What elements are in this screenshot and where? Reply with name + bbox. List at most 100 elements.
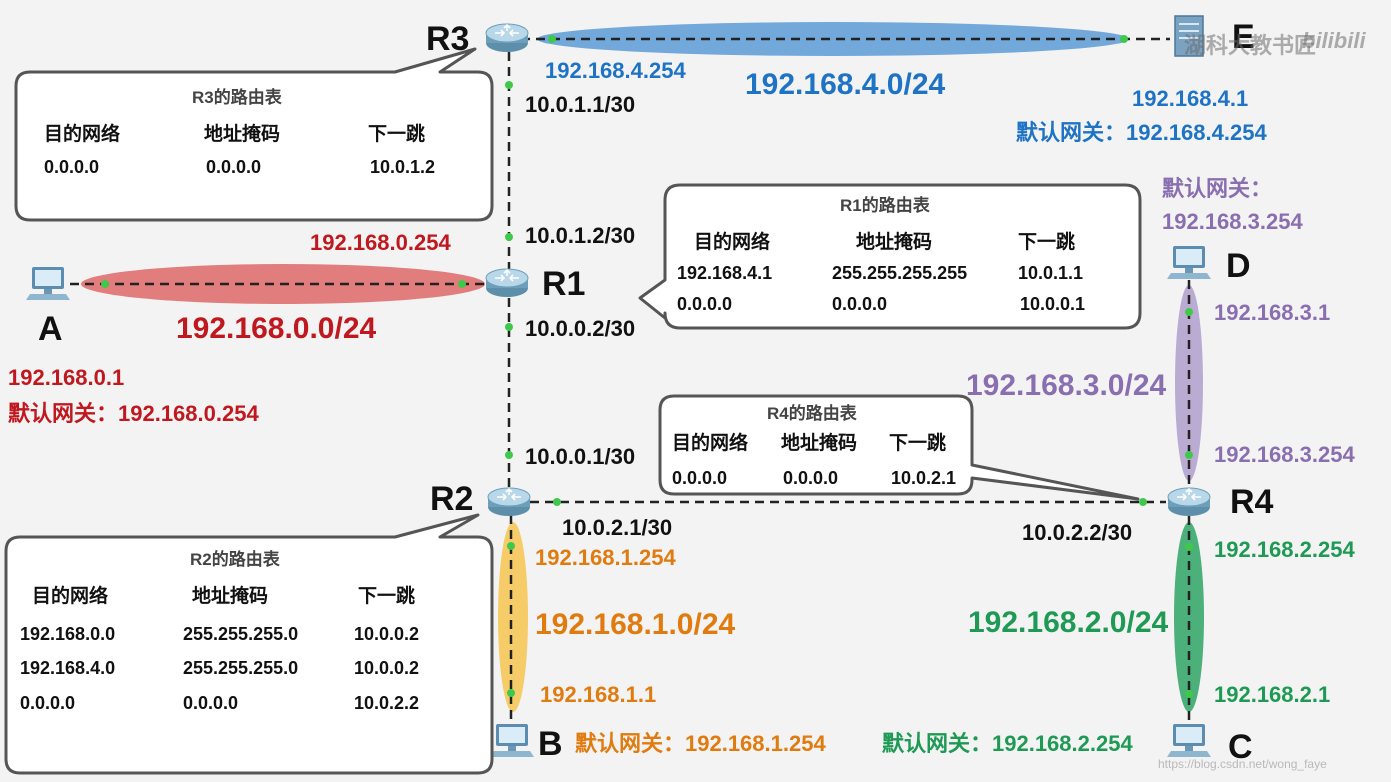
r2-lan-ip: 192.168.1.254 <box>535 545 676 570</box>
host-e-ip: 192.168.4.1 <box>1132 86 1249 111</box>
interface-dot <box>505 233 513 241</box>
r3-routing-table-bubble <box>14 47 494 222</box>
r4-routing-table-bubble <box>658 394 1140 501</box>
r3-table-title: R3的路由表 <box>192 88 282 107</box>
r4-table-cell: 0.0.0.0 <box>783 468 839 488</box>
interface-dot <box>1120 35 1128 43</box>
r3-table-header: 地址掩码 <box>204 124 281 145</box>
r2-table-cell: 255.255.255.0 <box>183 624 299 644</box>
network-name-192-168-1-0: 192.168.1.0/24 <box>535 608 736 641</box>
host-d-gateway-ip: 192.168.3.254 <box>1162 209 1303 234</box>
r3-table-cell: 0.0.0.0 <box>44 157 100 177</box>
network-name-192-168-3-0: 192.168.3.0/24 <box>966 369 1167 402</box>
network-name-192-168-2-0: 192.168.2.0/24 <box>968 606 1169 639</box>
r1-table-cell: 10.0.1.1 <box>1018 263 1084 283</box>
interface-dot <box>1185 308 1193 316</box>
node-label-e: E <box>1232 18 1255 56</box>
r4-table-header: 地址掩码 <box>781 433 858 454</box>
r1-down-link-ip: 10.0.0.2/30 <box>525 316 636 341</box>
pc-c-icon <box>1167 724 1211 757</box>
r1-table-header: 目的网络 <box>694 232 771 253</box>
host-b-gateway: 默认网关：192.168.1.254 <box>575 731 826 756</box>
network-192-168-1-0-ellipse <box>498 522 528 712</box>
r4-table-cell: 10.0.2.1 <box>891 468 957 488</box>
r2-table-title: R2的路由表 <box>190 550 280 569</box>
r2-right-link-ip: 10.0.2.1/30 <box>562 515 673 540</box>
interface-dot <box>1185 690 1193 698</box>
r2-table-header: 目的网络 <box>32 586 109 607</box>
node-label-b: B <box>538 725 563 763</box>
router-r1-icon <box>485 268 529 298</box>
r3-table-cell: 0.0.0.0 <box>206 157 262 177</box>
r1-table-cell: 0.0.0.0 <box>677 294 733 314</box>
r4-table-cell: 0.0.0.0 <box>672 468 728 488</box>
host-b-ip: 192.168.1.1 <box>540 682 657 707</box>
router-r4-icon <box>1167 487 1211 517</box>
interface-dot <box>458 280 466 288</box>
r2-table-cell: 10.0.2.2 <box>354 693 420 713</box>
interface-dot <box>507 542 515 550</box>
watermark-brand: bilibili <box>1302 28 1366 53</box>
node-label-r4: R4 <box>1230 483 1274 521</box>
host-c-ip: 192.168.2.1 <box>1214 682 1331 707</box>
interface-dot <box>505 81 513 89</box>
host-a-ip: 192.168.0.1 <box>8 365 125 390</box>
r2-table-header: 下一跳 <box>358 586 416 607</box>
interface-dot <box>505 323 513 331</box>
interface-dot <box>553 498 561 506</box>
r2-routing-table-bubble <box>4 513 494 775</box>
node-label-d: D <box>1226 247 1251 285</box>
r4-table-header: 下一跳 <box>889 433 947 454</box>
interface-dot <box>548 35 556 43</box>
watermark-text: 湖科大教书匠 <box>1184 33 1317 58</box>
r1-table-header: 地址掩码 <box>856 232 933 253</box>
r2-table-cell: 10.0.0.2 <box>354 658 420 678</box>
r3-lan-ip: 192.168.4.254 <box>545 58 686 83</box>
r2-table-cell: 192.168.4.0 <box>20 658 116 678</box>
r1-table-cell: 255.255.255.255 <box>832 263 968 283</box>
r3-link-ip: 10.0.1.1/30 <box>525 92 636 117</box>
host-d-gateway-label: 默认网关： <box>1162 176 1273 201</box>
r4-lan-d-ip: 192.168.3.254 <box>1214 442 1355 467</box>
host-a-gateway: 默认网关：192.168.0.254 <box>8 401 259 426</box>
r4-table-title: R4的路由表 <box>767 404 857 423</box>
node-label-c: C <box>1228 728 1253 766</box>
interface-dot <box>1139 498 1147 506</box>
network-name-192-168-4-0: 192.168.4.0/24 <box>745 68 946 101</box>
network-name-192-168-0-0: 192.168.0.0/24 <box>176 312 377 345</box>
r1-table-cell: 10.0.0.1 <box>1020 294 1086 314</box>
r4-lan-c-ip: 192.168.2.254 <box>1214 537 1355 562</box>
network-192-168-2-0-ellipse <box>1174 522 1204 712</box>
network-192-168-3-0-ellipse <box>1175 285 1203 481</box>
r1-table-title: R1的路由表 <box>840 196 930 215</box>
r1-table-header: 下一跳 <box>1018 232 1076 253</box>
r1-routing-table-bubble <box>638 183 1142 330</box>
r2-table-cell: 10.0.0.2 <box>354 624 420 644</box>
pc-b-icon <box>490 724 534 757</box>
node-label-r3: R3 <box>426 20 470 58</box>
r2-up-link-ip: 10.0.0.1/30 <box>525 444 636 469</box>
node-label-r2: R2 <box>430 480 474 518</box>
interface-dot <box>1185 543 1193 551</box>
r4-left-link-ip: 10.0.2.2/30 <box>1022 520 1133 545</box>
r2-table-cell: 0.0.0.0 <box>183 693 239 713</box>
interface-dot <box>101 280 109 288</box>
node-label-a: A <box>38 310 63 348</box>
router-r3-icon <box>485 23 529 53</box>
r3-table-header: 下一跳 <box>368 124 426 145</box>
interface-dot <box>507 689 515 697</box>
node-label-r1: R1 <box>542 265 586 303</box>
r1-table-cell: 0.0.0.0 <box>832 294 888 314</box>
image-credit: https://blog.csdn.net/wong_faye <box>1158 757 1327 771</box>
r2-table-header: 地址掩码 <box>192 586 269 607</box>
r1-up-link-ip: 10.0.1.2/30 <box>525 223 636 248</box>
r3-table-header: 目的网络 <box>44 124 121 145</box>
network-192-168-4-0-ellipse <box>537 22 1129 56</box>
r1-table-cell: 192.168.4.1 <box>677 263 773 283</box>
pc-a-icon <box>26 267 70 300</box>
r2-table-cell: 0.0.0.0 <box>20 693 76 713</box>
r2-table-cell: 255.255.255.0 <box>183 658 299 678</box>
router-r2-icon <box>487 487 531 517</box>
